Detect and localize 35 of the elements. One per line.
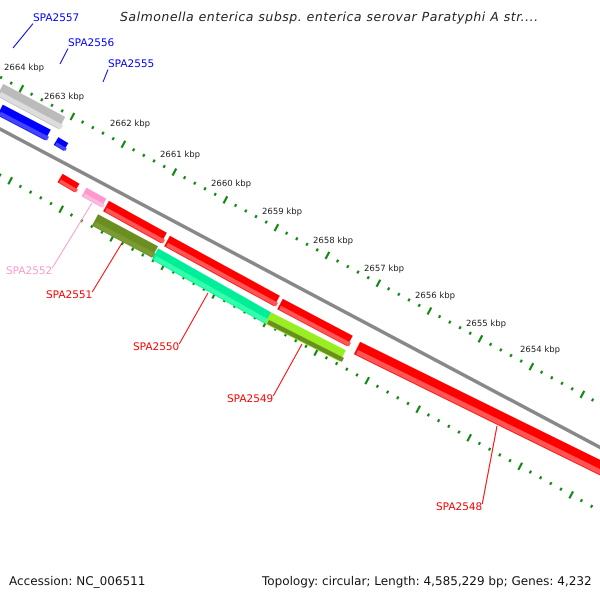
scale-label: 2655 kbp xyxy=(466,320,506,330)
leader-line xyxy=(92,242,122,292)
leader-line xyxy=(12,23,34,48)
leader-line xyxy=(60,48,68,64)
scale-label: 2656 kbp xyxy=(415,292,456,302)
gene-label: SPA2557 xyxy=(33,13,80,25)
scale-label: 2661 kbp xyxy=(160,151,200,160)
gene-bar xyxy=(265,312,346,362)
map-title: Salmonella enterica subsp. enterica serovar Paratyphi A str.... xyxy=(120,10,539,24)
scale-label: 2658 kbp xyxy=(313,237,354,246)
leader-line xyxy=(52,202,92,268)
scale-label: 2662 kbp xyxy=(110,120,150,130)
scale-label: 2664 kbp xyxy=(4,64,44,74)
gene-label: SPA2549 xyxy=(227,394,274,406)
gene-label: SPA2551 xyxy=(46,290,92,302)
footer-text: Topology: circular; Length: 4,585,229 bp; Genes: 4,232 xyxy=(262,575,592,588)
gene-label: SPA2556 xyxy=(68,38,114,50)
scale-label: 2663 kbp xyxy=(44,93,84,102)
leader-line xyxy=(178,292,208,344)
gene-bar xyxy=(354,342,600,476)
scale-label: 2660 kbp xyxy=(211,180,252,190)
gene-bar xyxy=(92,214,158,258)
gene-label: SPA2555 xyxy=(108,59,154,71)
gene-bar xyxy=(152,248,272,324)
leader-line xyxy=(272,344,302,396)
scale-label: 2654 kbp xyxy=(520,346,560,356)
leader-line xyxy=(102,69,108,82)
gene-label: SPA2550 xyxy=(133,342,180,354)
gene-label: SPA2552 xyxy=(6,266,52,278)
footer-text: Accession: NC_006511 xyxy=(9,575,146,588)
scale-label: 2659 kbp xyxy=(262,208,302,218)
leader-line xyxy=(482,426,498,504)
scale-label: 2657 kbp xyxy=(364,265,404,274)
gene-label: SPA2548 xyxy=(436,502,482,514)
gene-bar xyxy=(82,188,106,208)
